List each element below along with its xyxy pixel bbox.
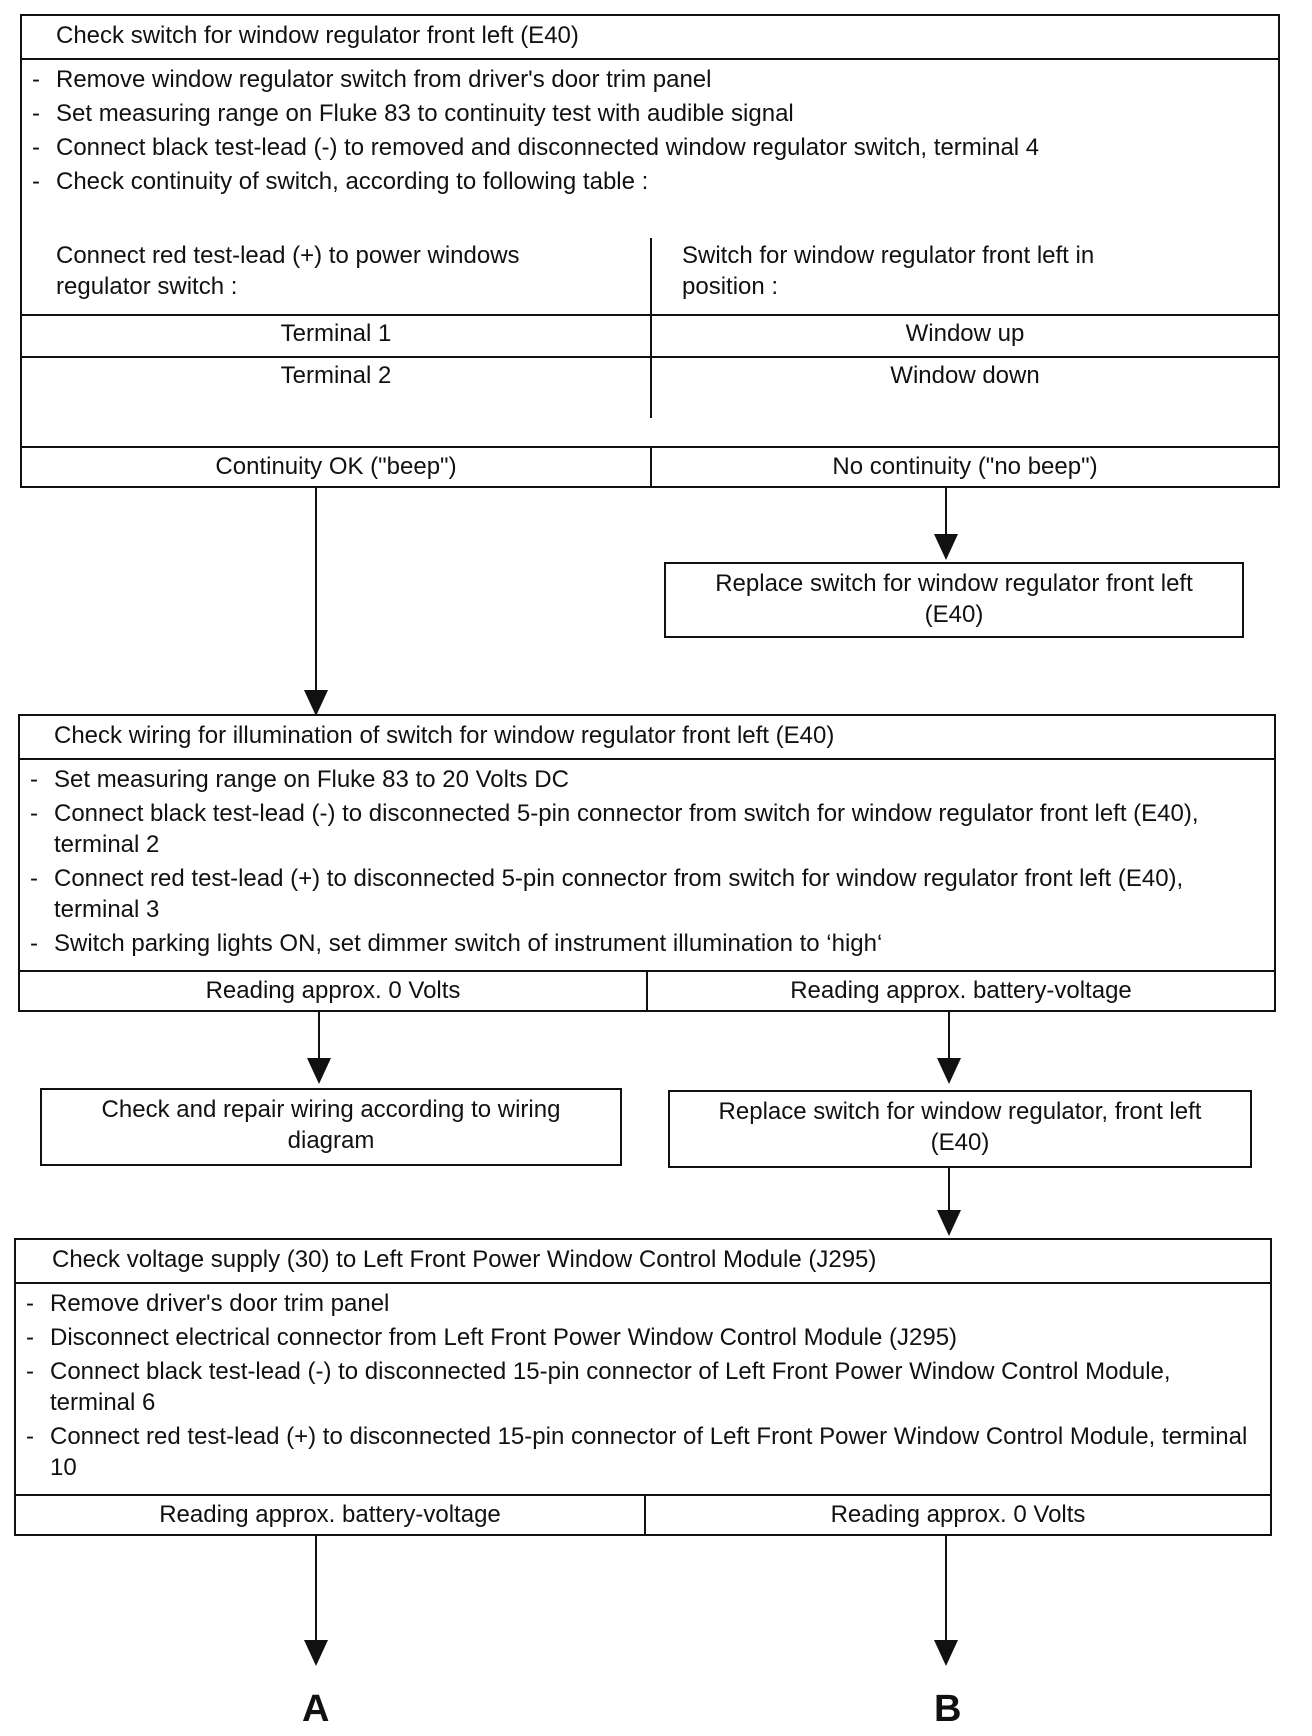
arrow-battery-voltage-line [948, 1012, 950, 1062]
block1-outcome-divider [650, 448, 652, 488]
table-header-right: Switch for window regulator front left i… [682, 242, 1095, 300]
table-row2-position: Window down [890, 362, 1040, 389]
replace-switch-box-1: Replace switch for window regulator fron… [664, 562, 1244, 638]
table-rule-2 [22, 356, 1278, 358]
block1-outcome-rule [22, 446, 1278, 448]
block2-outcome-row: Reading approx. 0 Volts Reading approx. … [20, 972, 1274, 1012]
block3-step-2: Disconnect electrical connector from Lef… [16, 1322, 1250, 1353]
table-rule-1 [22, 314, 1278, 316]
arrow-to-b-line [945, 1536, 947, 1644]
block3-step-1: Remove driver's door trim panel [16, 1288, 1250, 1319]
block3-step-3: Connect black test-lead (-) to disconnec… [16, 1356, 1250, 1418]
block3-outcome-row: Reading approx. battery-voltage Reading … [16, 1496, 1270, 1536]
block3-check-voltage-supply: Check voltage supply (30) to Left Front … [14, 1238, 1272, 1536]
arrow-to-a-line [315, 1536, 317, 1644]
block2-steps: Set measuring range on Fluke 83 to 20 Vo… [20, 764, 1262, 962]
block2-step-2: Connect black test-lead (-) to disconnec… [20, 798, 1262, 860]
block3-outcome-divider [644, 1496, 646, 1536]
block2-outcome-right: Reading approx. battery-voltage [790, 977, 1132, 1004]
block3-step-4: Connect red test-lead (+) to disconnecte… [16, 1421, 1250, 1483]
arrow-zero-volts-head [307, 1058, 331, 1084]
arrow-to-a-head [304, 1640, 328, 1666]
block1-outcome-right: No continuity ("no beep") [832, 453, 1098, 480]
block1-step-2: Set measuring range on Fluke 83 to conti… [22, 98, 1098, 129]
block2-outcome-left: Reading approx. 0 Volts [205, 977, 461, 1004]
arrow-continuity-ok-head [304, 690, 328, 716]
block1-check-switch: Check switch for window regulator front … [20, 14, 1280, 488]
block3-title: Check voltage supply (30) to Left Front … [16, 1240, 1270, 1284]
arrow-to-b-head [934, 1640, 958, 1666]
arrow-zero-volts-line [318, 1012, 320, 1062]
block2-step-3: Connect red test-lead (+) to disconnecte… [20, 863, 1262, 925]
block2-outcome-divider [646, 972, 648, 1012]
block2-title: Check wiring for illumination of switch … [20, 716, 1274, 760]
block1-title: Check switch for window regulator front … [22, 16, 1278, 60]
table-row1-position: Window up [905, 320, 1025, 347]
block1-step-3: Connect black test-lead (-) to removed a… [22, 132, 1098, 163]
table-column-divider [650, 238, 652, 418]
arrow-no-continuity-line [945, 488, 947, 538]
terminal-a-label: A [302, 1688, 330, 1730]
block1-outcome-left: Continuity OK ("beep") [215, 453, 457, 480]
block1-step-4: Check continuity of switch, according to… [22, 166, 1098, 197]
table-row1-terminal: Terminal 1 [280, 320, 392, 347]
arrow-no-continuity-head [934, 534, 958, 560]
arrow-continuity-ok-line [315, 488, 317, 694]
table-header-left: Connect red test-lead (+) to power windo… [56, 242, 520, 300]
block1-step-1: Remove window regulator switch from driv… [22, 64, 1098, 95]
table-row2-terminal: Terminal 2 [280, 362, 392, 389]
block1-outcome-row: Continuity OK ("beep") No continuity ("n… [22, 448, 1278, 488]
replace-switch-box-2: Replace switch for window regulator, fro… [668, 1090, 1252, 1168]
arrow-replace-to-block3-head [937, 1210, 961, 1236]
terminal-b-label: B [934, 1688, 962, 1730]
block3-outcome-right: Reading approx. 0 Volts [830, 1501, 1086, 1528]
arrow-battery-voltage-head [937, 1058, 961, 1084]
block2-step-1: Set measuring range on Fluke 83 to 20 Vo… [20, 764, 1262, 795]
block2-outcome-rule [20, 970, 1274, 972]
block3-outcome-rule [16, 1494, 1270, 1496]
block3-steps: Remove driver's door trim panel Disconne… [16, 1288, 1250, 1486]
check-repair-wiring-box: Check and repair wiring according to wir… [40, 1088, 622, 1166]
block3-outcome-left: Reading approx. battery-voltage [159, 1501, 501, 1528]
arrow-replace-to-block3-line [948, 1168, 950, 1214]
block2-check-illumination-wiring: Check wiring for illumination of switch … [18, 714, 1276, 1012]
block2-step-4: Switch parking lights ON, set dimmer swi… [20, 928, 1262, 959]
block1-steps: Remove window regulator switch from driv… [22, 64, 1098, 200]
